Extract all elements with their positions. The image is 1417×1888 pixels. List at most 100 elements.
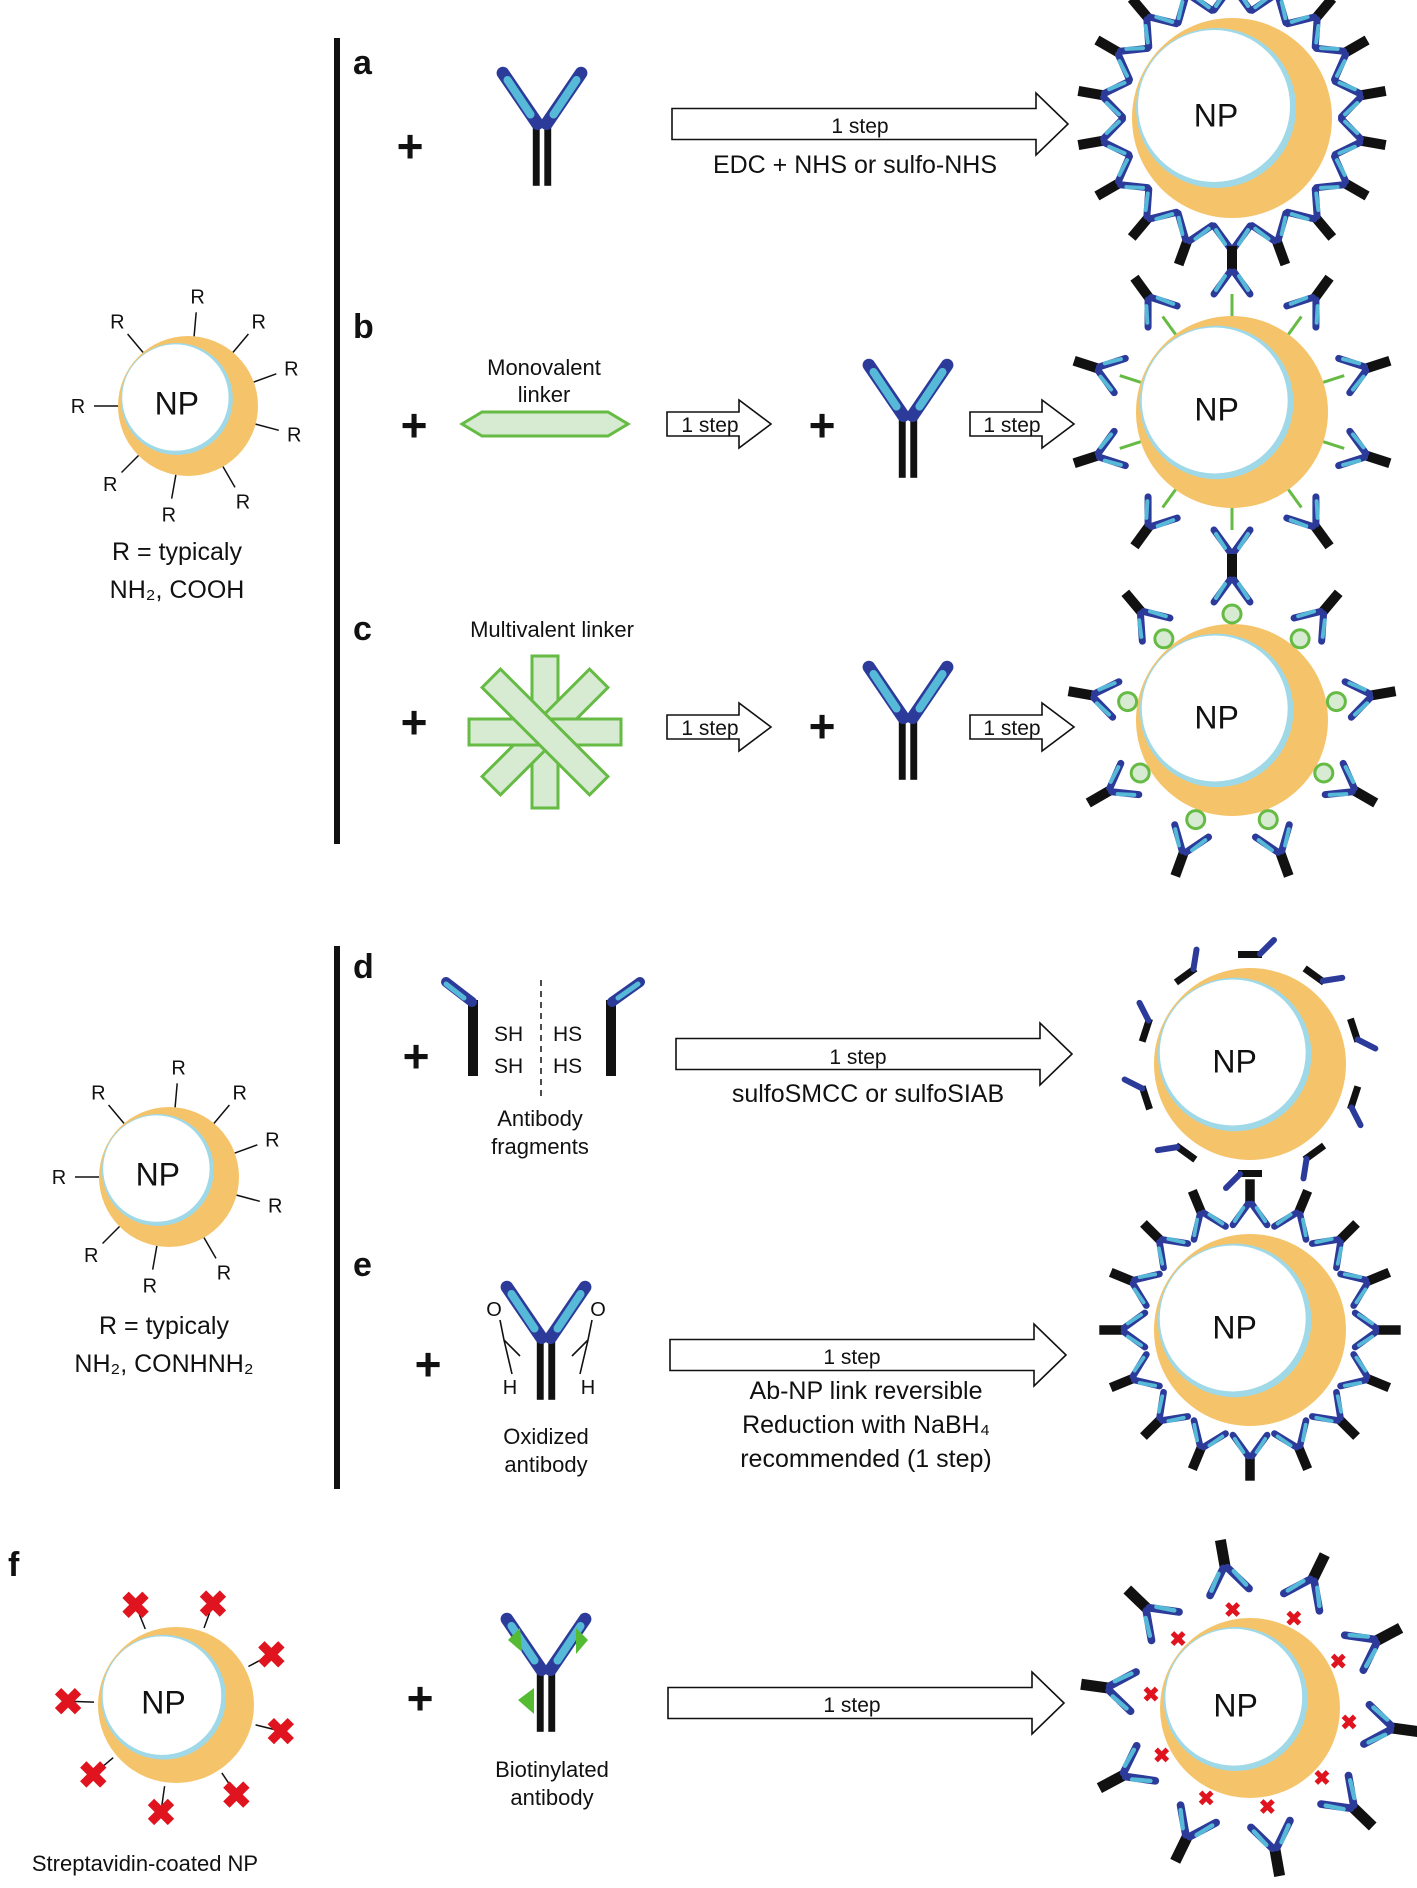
sh-label-1: SH [494, 1023, 523, 1046]
process-arrow [969, 701, 1076, 753]
np-label: NP [1194, 97, 1238, 133]
multivalent-linker-icon [1129, 762, 1151, 784]
np-d-product: NP [1154, 968, 1346, 1160]
antibody-icon [1233, 1179, 1267, 1225]
streptavidin-cross-icon [83, 1764, 103, 1784]
o-label-1: O [486, 1299, 502, 1321]
plus-b2: + [809, 399, 836, 451]
antibody-icon [1075, 119, 1129, 163]
panel-group-bar [334, 946, 340, 1489]
r-note-1b: NH₂, COOH [110, 576, 245, 604]
linker-bond [1119, 374, 1142, 384]
linker-label-c: Multivalent linker [470, 617, 634, 642]
antibody-icon [869, 365, 947, 478]
r-group-label: R [268, 1195, 282, 1217]
r-bond [108, 1104, 125, 1124]
antibody-icon [1288, 189, 1346, 249]
antibody-on-np-c [1214, 554, 1250, 602]
streptavidin-caption: Streptavidin-coated NP [32, 1851, 258, 1876]
antibody-icon [1321, 1776, 1386, 1841]
fragment-arm-light [615, 981, 641, 1001]
antibody-icon [1317, 156, 1377, 211]
r-group-label: R [287, 424, 301, 446]
antibody-on-np-c [1065, 673, 1119, 717]
antibody-on-np-e [1341, 1257, 1396, 1306]
streptavidin-cross-icon [1343, 1716, 1354, 1727]
antibody-icon [1317, 24, 1377, 79]
fragment-on-np-d [1173, 946, 1200, 986]
antibody-on-np-b [1339, 344, 1396, 393]
antibody-on-np-f [1345, 1610, 1410, 1670]
oxidized-caption-1: Oxidized [503, 1424, 589, 1449]
antibody-on-np-a [1288, 0, 1346, 47]
antibody-icon [1118, 0, 1176, 47]
arrow-d [675, 1021, 1074, 1087]
antibody-on-np-f [1114, 1575, 1179, 1640]
antibody-on-np-b [1120, 497, 1177, 557]
reagent-a: EDC + NHS or sulfo-NHS [713, 151, 997, 179]
linker-bond [1161, 488, 1177, 509]
antibody-on-np-f [1321, 1776, 1386, 1841]
multivalent-linker-icon [1117, 691, 1139, 713]
multivalent-linker-icon [467, 654, 623, 810]
antibody-on-np-c [1345, 673, 1399, 717]
antibody-a [503, 73, 581, 186]
antibody-on-np-a [1317, 156, 1377, 211]
arrow-a [671, 91, 1070, 157]
panel-label-b: b [353, 308, 374, 346]
fragment-caption-1: Antibody [497, 1106, 583, 1131]
antibody-on-np-e [1233, 1179, 1267, 1225]
antibody-on-np-e [1104, 1257, 1159, 1306]
antibody-icon [1090, 1746, 1155, 1806]
antibody-on-np-b [1287, 267, 1344, 327]
plus-d: + [403, 1030, 430, 1082]
process-arrow [667, 1670, 1066, 1736]
np-core [1141, 327, 1288, 474]
antibody-on-np-b [1339, 431, 1396, 480]
h-label-1: H [503, 1377, 517, 1399]
fragment-arm [1257, 937, 1277, 957]
antibody-fragment-right [606, 977, 645, 1076]
antibody-icon [1214, 246, 1250, 294]
biotin-tag [508, 1628, 522, 1652]
antibody-icon [1214, 0, 1250, 10]
streptavidin-cross [255, 1721, 291, 1741]
antibody-icon [1104, 1257, 1159, 1306]
streptavidin-cross-icon [203, 1594, 223, 1614]
antibody-icon [1069, 344, 1126, 393]
panel-label-e: e [353, 1246, 372, 1284]
np-e-product: NP [1154, 1234, 1346, 1426]
antibody-on-np-b [1287, 497, 1344, 557]
antibody-icon [1120, 267, 1177, 327]
antibody-on-np-a [1288, 189, 1346, 249]
antibody-on-np-e [1099, 1313, 1145, 1347]
antibody-icon [1335, 119, 1389, 163]
h-label-2: H [581, 1377, 595, 1399]
fragment-arm-light [443, 981, 467, 1001]
fragment-arm [1190, 946, 1200, 973]
r-group-label: R [171, 1057, 185, 1079]
antibody-on-np-b [1120, 267, 1177, 327]
step-f: 1 step [823, 1694, 880, 1717]
np-core [1141, 635, 1288, 782]
antibody-on-np-a [1252, 213, 1302, 270]
np-b-product: NP [1136, 316, 1328, 508]
antibody-icon [1339, 344, 1396, 393]
arrow-e [669, 1322, 1068, 1388]
streptavidin-cross-icon [1201, 1792, 1212, 1803]
fragment-on-np-d [1347, 1017, 1379, 1052]
linker-bond [1119, 440, 1142, 450]
r-bond [203, 1237, 217, 1259]
sh-label-2: SH [494, 1055, 523, 1078]
multivalent-linker-icon [1325, 691, 1347, 713]
antibody-icon [1069, 431, 1126, 480]
linker-bond [1322, 440, 1345, 450]
linker-label-b2: linker [518, 382, 571, 407]
step-b1: 1 step [681, 414, 738, 437]
hs-label-2: HS [553, 1055, 582, 1078]
antibody-icon [1104, 1354, 1159, 1403]
np-a-product: NP [1132, 18, 1332, 218]
antibody-on-np-e [1131, 1211, 1187, 1267]
fragment-on-np-d [1121, 1076, 1153, 1111]
streptavidin-cross-icon [1156, 1749, 1167, 1760]
